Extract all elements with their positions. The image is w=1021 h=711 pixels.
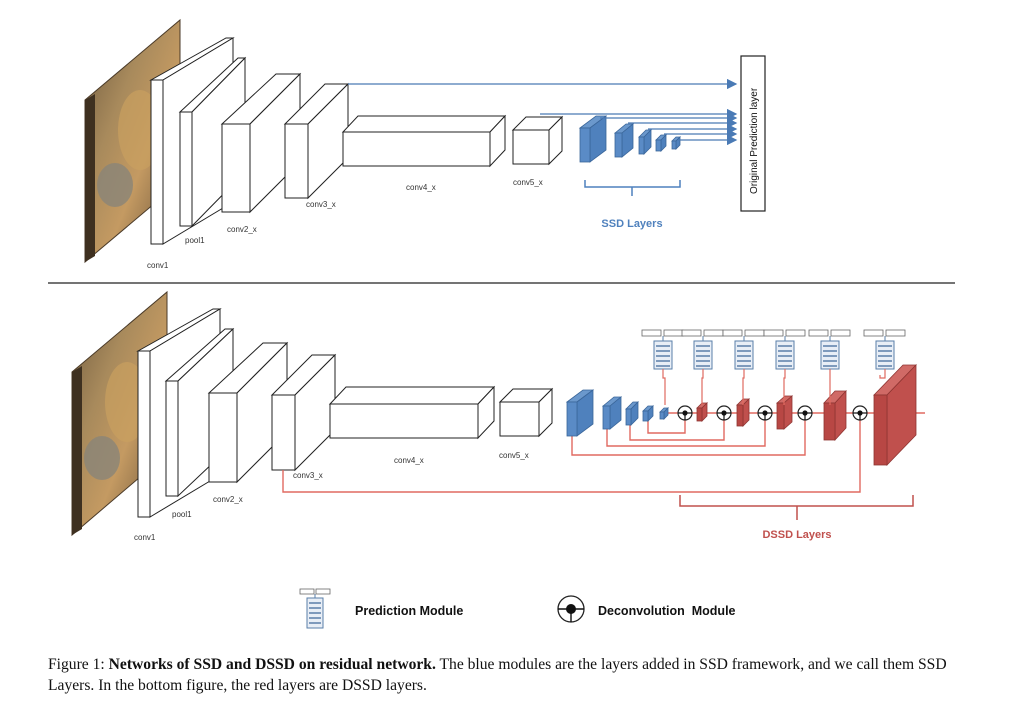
label-conv1-bottom: conv1 (134, 533, 156, 542)
prediction-module (863, 329, 906, 379)
conv4-block-top (341, 114, 507, 168)
dssd-bracket (679, 495, 914, 520)
caption-prefix: Figure 1: (48, 656, 109, 673)
ssd-bracket (584, 180, 681, 196)
conv2-block-top (220, 72, 302, 214)
conv2-block-bottom (207, 341, 289, 484)
conv3-block-top (283, 82, 350, 200)
label-conv3-top: conv3_x (306, 200, 336, 209)
ssd-layers-label: SSD Layers (601, 218, 662, 230)
prediction-module (722, 329, 765, 405)
prediction-module (808, 329, 851, 405)
label-conv2-bottom: conv2_x (213, 495, 243, 504)
prediction-modules (641, 329, 906, 405)
deconv-module (797, 405, 813, 421)
legend-deconvolution-module-label: Deconvolution Module (598, 604, 736, 618)
dssd-network: DSSD Layers conv1 pool1 conv2_x conv3_x … (71, 290, 925, 542)
conv4-block-bottom (328, 385, 496, 440)
label-conv1-top: conv1 (147, 261, 169, 270)
ssd-layers-bottom (565, 389, 669, 437)
deconv-module (716, 405, 732, 421)
conv3-block-bottom (270, 353, 337, 472)
legend-prediction-module-icon (299, 588, 331, 629)
label-conv4-bottom: conv4_x (394, 456, 424, 465)
label-conv2-top: conv2_x (227, 225, 257, 234)
legend-prediction-module-label: Prediction Module (355, 604, 463, 618)
deconv-module (757, 405, 773, 421)
deconvolution-modules (677, 405, 868, 421)
network-diagram: Original Prediction layer SSD Layers con… (48, 18, 955, 629)
deconv-module (852, 405, 868, 421)
original-prediction-layer: Original Prediction layer (740, 55, 766, 212)
conv5-block-bottom (498, 387, 554, 438)
label-pool1-bottom: pool1 (172, 510, 192, 519)
label-conv5-top: conv5_x (513, 178, 543, 187)
legend: Prediction Module Deconvolution Module (299, 588, 736, 629)
label-conv4-top: conv4_x (406, 183, 436, 192)
prediction-layer-label: Original Prediction layer (749, 87, 760, 194)
prediction-arrows (348, 78, 738, 146)
caption-body: The blue modules are the layers added in… (48, 656, 947, 694)
dssd-layers-label: DSSD Layers (762, 529, 831, 541)
prediction-module (641, 329, 684, 405)
label-conv5-bottom: conv5_x (499, 451, 529, 460)
deconv-module (677, 405, 693, 421)
conv5-block-top (511, 115, 564, 166)
prediction-module (763, 329, 806, 405)
prediction-module (681, 329, 724, 405)
caption-title: Networks of SSD and DSSD on residual net… (108, 656, 436, 673)
legend-deconvolution-module-icon (557, 595, 585, 623)
ssd-network: Original Prediction layer SSD Layers con… (84, 18, 766, 270)
label-conv3-bottom: conv3_x (293, 471, 323, 480)
dssd-layers (696, 364, 917, 466)
label-pool1-top: pool1 (185, 236, 205, 245)
figure-caption: Figure 1: Networks of SSD and DSSD on re… (48, 654, 978, 696)
